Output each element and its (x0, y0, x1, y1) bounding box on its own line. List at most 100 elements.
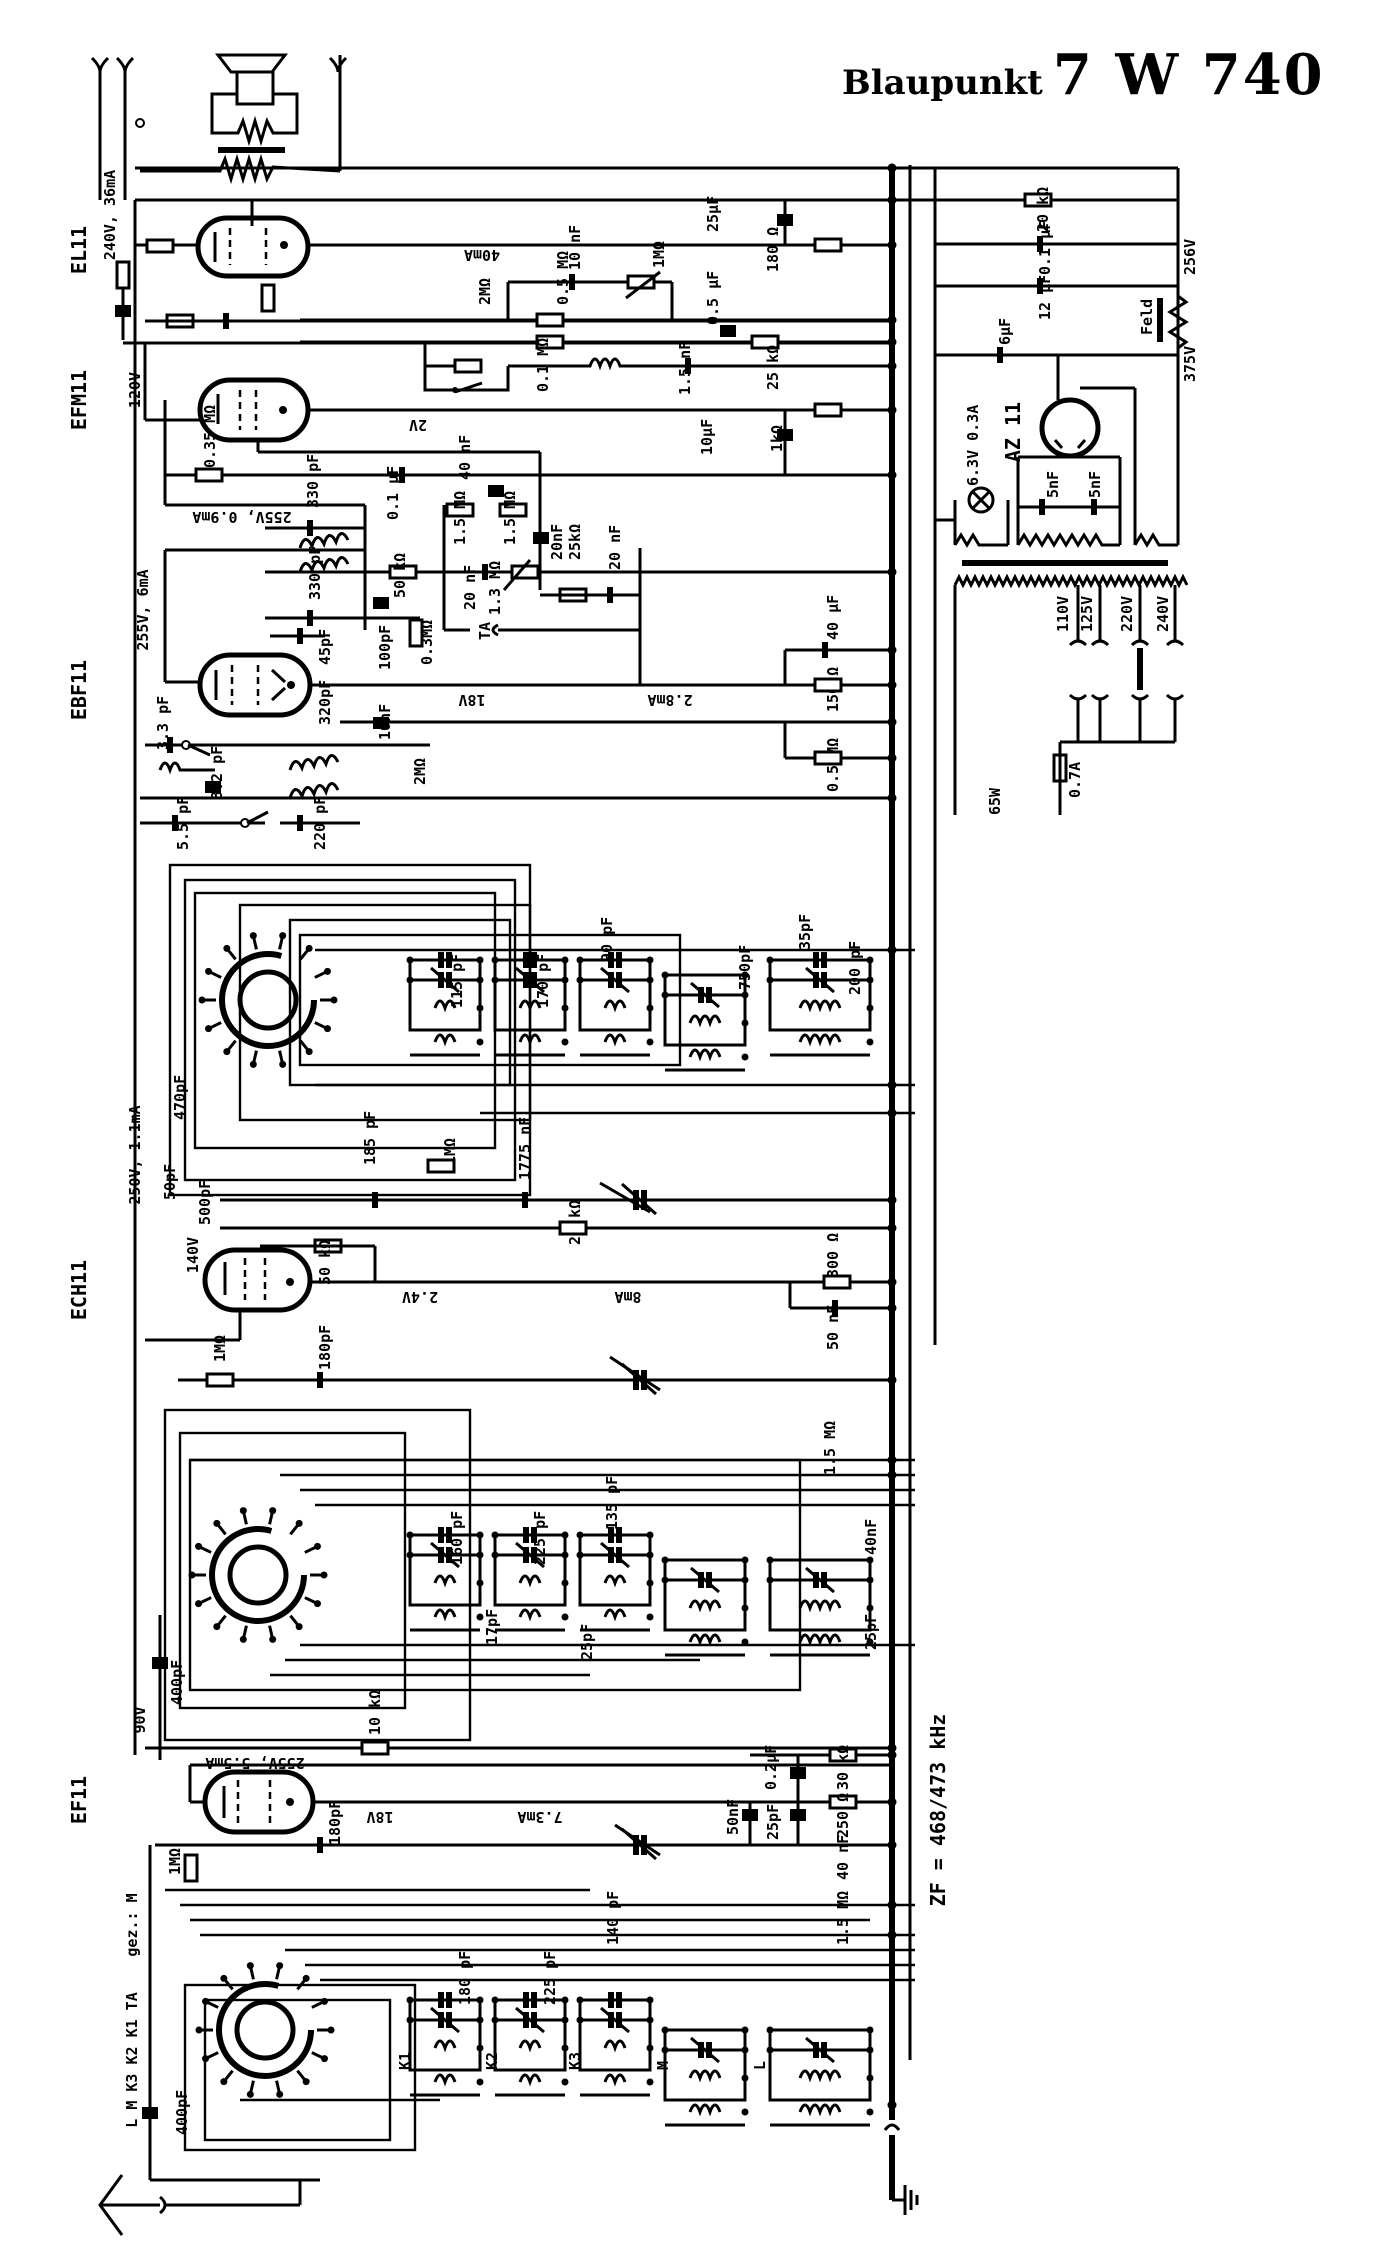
rectifier-az11 (1016, 355, 1137, 545)
junction-dot (887, 195, 897, 205)
junction-dot (887, 680, 897, 690)
tube-label-ech11: ECH11 (67, 1260, 91, 1320)
label-lamp: 6.3V 0.3A (964, 405, 982, 486)
tone-control-network (300, 270, 892, 394)
junction-dot (887, 1743, 897, 1753)
ant-labels: 1MΩ 40 nF 1.5 MΩ 180 pF 225 pF 140 pF 40… (166, 1835, 852, 2135)
junction-dot (887, 1470, 897, 1480)
voltage-256: 256V (1181, 239, 1199, 275)
cathode-caps-el11 (777, 196, 896, 253)
ef11-labels: 30 kΩ 0.2µF 50nF 25pF 250 Ω 180pF (326, 1745, 852, 1845)
mains-tap-110: 110V (1054, 596, 1072, 632)
label-30kohm: 30 kΩ (834, 1745, 852, 1790)
tube-efm11 (143, 342, 892, 443)
junction-dot (887, 1195, 897, 1205)
junction-dot (887, 2100, 897, 2110)
coil-label-k2: K2 (483, 2052, 501, 2070)
label-1775nf: 1775 nF (516, 1117, 534, 1180)
junction-dot (887, 1930, 897, 1940)
label-25pf-ef11: 25pF (764, 1804, 782, 1840)
label-2mohm: 2MΩ (476, 278, 494, 305)
label-20nf-a: 20 nF (461, 565, 479, 610)
label-180pf-ef11: 180pF (326, 1800, 344, 1845)
label-180ohm: 180 Ω (764, 227, 782, 272)
label-10kohm: 10 kΩ (366, 1690, 384, 1735)
rf-tank-4 (661, 1556, 749, 1657)
label-50kohm-ech11: 50 kΩ (316, 1240, 334, 1285)
coil-label-l: L (751, 2061, 769, 2070)
ech11-labels: 50 kΩ 300 Ω 50 nF (316, 1233, 842, 1350)
label-300ohm: 300 Ω (824, 1233, 842, 1278)
switch-contacts-2 (188, 1507, 328, 1643)
label-1mohm-rf: 1MΩ (211, 1335, 229, 1362)
label-1-5mohm-b: 1.5 MΩ (501, 491, 519, 545)
label-100pf: 100pF (376, 625, 394, 670)
psu-labels: 20 kΩ 0.1 µF 12 µF 6µF 5nF 5nF 256V 375V… (964, 187, 1199, 815)
tube-label-efm11: EFM11 (67, 370, 91, 430)
volume-control (442, 505, 642, 685)
label-180pf-rf: 180pF (316, 1325, 334, 1370)
mains-tap-220: 220V (1118, 596, 1136, 632)
label-1mohm-osc: 1MΩ (441, 1138, 459, 1165)
mains-tap-240: 240V (1154, 596, 1172, 632)
power-transformer (953, 355, 1189, 815)
label-0-2uf: 0.2µF (762, 1745, 780, 1790)
voltage-ef11-cathode: 18V (366, 1808, 393, 1826)
label-1-5nf: 1.5 nF (676, 341, 694, 395)
osc-tank-2 (491, 952, 569, 1057)
current-el11-screen: 40mA (464, 246, 500, 264)
junction-dot (887, 1223, 897, 1233)
antenna-symbol (98, 2174, 302, 2236)
coil-label-m: M (654, 2061, 672, 2070)
label-25uf: 25µF (704, 196, 722, 232)
label-25pf-b: 25pF (862, 1614, 880, 1650)
label-25kohm: 25 kΩ (764, 345, 782, 390)
label-3-3pf: 3.3 pF (154, 696, 172, 750)
label-10nf: 10 nF (566, 225, 584, 270)
voltage-el11-anode: 240V, 36mA (101, 170, 119, 260)
ant-tank-5 (766, 2026, 874, 2127)
tube-el11 (135, 200, 892, 279)
osc-tank-4 (661, 971, 749, 1072)
antenna-band-switch (142, 1845, 915, 2182)
junction-dot (887, 1080, 897, 1090)
label-330pf-b: 330 pF (306, 546, 324, 600)
label-320pf: 320pF (316, 680, 334, 725)
label-470pf: 470pF (171, 1075, 189, 1120)
rf-labels: 1MΩ 180pF 1.5 MΩ 160 pF 225 pF 135 pF 40… (168, 1325, 880, 1735)
junction-dot (887, 1108, 897, 1118)
label-0-1uf: 0.1 µF (384, 466, 402, 520)
junction-dot (887, 1840, 897, 1850)
junction-dot (887, 567, 897, 577)
tube-label-ef11: EF11 (67, 1776, 91, 1824)
voltage-ebf11-anode: 255V, 6mA (134, 569, 152, 650)
label-500pf: 500pF (196, 1180, 214, 1225)
label-40uf: 40 µF (824, 595, 842, 640)
label-50pf: 50pF (161, 1164, 179, 1200)
switch-contacts-3 (195, 1962, 335, 2098)
osc-tank-3 (576, 952, 654, 1057)
label-135pf: 135 pF (603, 1476, 621, 1530)
band-selector-positions: L M K3 K2 K1 TA (123, 1992, 141, 2127)
label-5nf-b: 5nF (1086, 471, 1104, 498)
label-20nf: 20nF (548, 524, 566, 560)
voltage-375: 375V (1181, 346, 1199, 382)
osc-misc (220, 1158, 892, 1236)
efm11-network (163, 400, 892, 590)
label-0-5mohm: 0.5 MΩ (554, 251, 572, 305)
junction-dot (887, 163, 897, 173)
label-225pf-ant: 225 pF (541, 1951, 559, 2005)
junction-dot (887, 337, 897, 347)
junction-dot (887, 1303, 897, 1313)
junction-dot (887, 361, 897, 371)
junction-dot (887, 315, 897, 325)
ant-tank-3 (576, 1992, 654, 2097)
junction-dot (887, 1455, 897, 1465)
label-40nf: 40 nF (456, 435, 474, 480)
tube-ebf11 (163, 550, 892, 718)
label-180pf-ant: 180 pF (456, 1951, 474, 2005)
label-12uf: 12 µF (1036, 275, 1054, 320)
label-1-5mohm-ant: 1.5 MΩ (834, 1891, 852, 1945)
label-45pf: 45pF (316, 629, 334, 665)
